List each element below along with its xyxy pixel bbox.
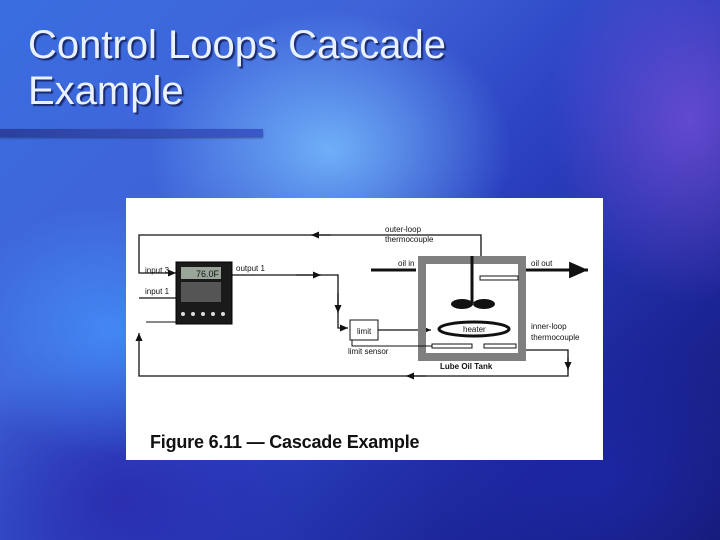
controller-key bbox=[181, 312, 185, 316]
outer-loop-label: outer-loop bbox=[385, 225, 422, 234]
limit-sensor-label: limit sensor bbox=[348, 347, 389, 356]
input3-label: input 3 bbox=[145, 266, 170, 275]
thermocouple-label: thermocouple bbox=[385, 235, 434, 244]
figure-caption: Figure 6.11 — Cascade Example bbox=[150, 432, 420, 452]
controller-display-readout: 76.0F bbox=[196, 269, 220, 279]
limit-sensor-wire bbox=[351, 338, 432, 347]
slide-title-line1: Control Loops Cascade bbox=[28, 23, 447, 67]
agitator-blade-left bbox=[451, 299, 473, 309]
limit-box bbox=[349, 319, 379, 341]
heater-label: heater bbox=[463, 325, 486, 334]
limit-label: limit bbox=[357, 327, 372, 336]
controller-panel bbox=[181, 282, 221, 302]
controller-key bbox=[201, 312, 205, 316]
controller-key bbox=[211, 312, 215, 316]
controller-key bbox=[191, 312, 195, 316]
slide-title: Control Loops Cascade Example bbox=[28, 22, 446, 114]
cascade-diagram: 76.0F outer-loop thermocouple input 3 in… bbox=[135, 225, 588, 380]
outer-loop-thermocouple bbox=[479, 275, 519, 281]
inner-loop-thermocouple bbox=[483, 343, 517, 349]
output1-label: output 1 bbox=[236, 264, 265, 273]
inner-thermocouple-label: thermocouple bbox=[531, 333, 580, 342]
slide-title-line2: Example bbox=[28, 69, 184, 113]
controller-display bbox=[181, 267, 221, 279]
tank-label: Lube Oil Tank bbox=[440, 362, 493, 371]
oil-in-label: oil in bbox=[398, 259, 414, 268]
controller-key bbox=[221, 312, 225, 316]
input1-label: input 1 bbox=[145, 287, 170, 296]
limit-sensor-probe bbox=[431, 343, 473, 349]
cascade-diagram-figure: 76.0F outer-loop thermocouple input 3 in… bbox=[126, 198, 603, 460]
title-underline-bar bbox=[0, 129, 263, 137]
inner-loop-label: inner-loop bbox=[531, 322, 567, 331]
inner-loop-wire bbox=[135, 333, 569, 377]
output1-wire bbox=[232, 274, 348, 332]
oil-out-label: oil out bbox=[531, 259, 553, 268]
agitator-blade-right bbox=[473, 299, 495, 309]
heater-element bbox=[437, 320, 511, 338]
outer-loop-wire bbox=[138, 234, 482, 277]
